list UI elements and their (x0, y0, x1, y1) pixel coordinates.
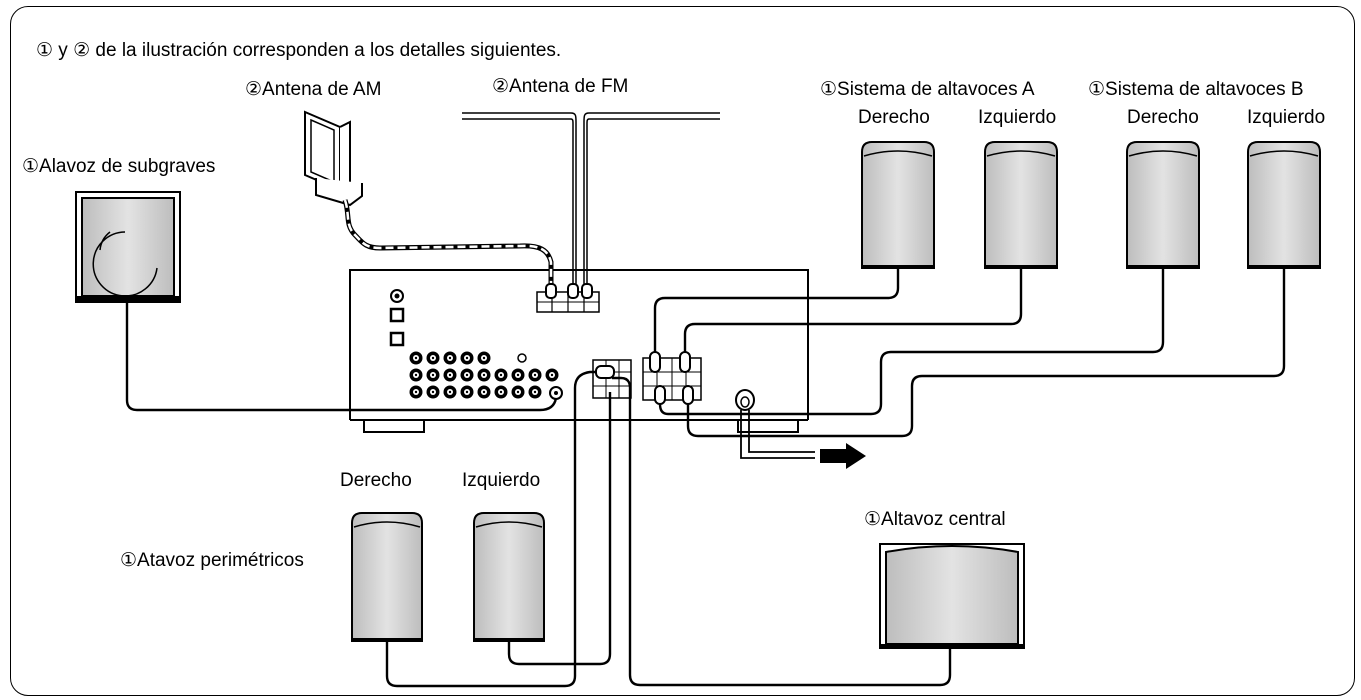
rca-jack (409, 368, 423, 382)
speaker-cables (125, 268, 1286, 688)
am-antenna-label: ②Antena de AM (245, 79, 382, 100)
rca-jack (460, 385, 474, 399)
center-speaker-label: ①Altavoz central (864, 509, 1006, 530)
power-cord (735, 389, 866, 469)
subwoofer-speaker (75, 191, 181, 303)
surround-left-cable (507, 392, 612, 666)
rca-jack (494, 385, 508, 399)
rca-jack (460, 368, 474, 382)
rca-jack-panel (409, 351, 559, 399)
am-loop-antenna (304, 110, 554, 292)
rca-jack (511, 385, 525, 399)
receiver-foot-left (363, 419, 425, 433)
speaker-a-right (861, 141, 935, 269)
rca-jack (409, 385, 423, 399)
rca-jack (426, 368, 440, 382)
rca-jack (528, 385, 542, 399)
rca-jack (477, 351, 491, 365)
speaker-a-left-label: Izquierdo (978, 107, 1057, 128)
rca-jack (443, 368, 457, 382)
front-cable-plugs (545, 283, 694, 405)
rca-jack (545, 368, 559, 382)
rca-jack (511, 368, 525, 382)
speaker-system-b-label: ①Sistema de altavoces B (1088, 79, 1304, 100)
speaker-b-right-label: Derecho (1127, 107, 1199, 128)
surround-speakers-label: ①Atavoz perimétricos (120, 550, 304, 571)
subwoofer-label: ①Alavoz de subgraves (22, 156, 216, 177)
surround-right-cable (385, 370, 600, 688)
center-cable (612, 376, 952, 687)
front-a-right-cable (653, 268, 900, 360)
rca-jack (477, 368, 491, 382)
surround-left-label: Izquierdo (462, 470, 541, 491)
rca-jack (426, 351, 440, 365)
fm-antenna-label: ②Antena de FM (492, 76, 629, 97)
optical-jack-1 (389, 307, 405, 323)
front-a-left-cable (683, 268, 1023, 360)
rca-jack (477, 385, 491, 399)
speaker-b-left-label: Izquierdo (1247, 107, 1326, 128)
center-speaker (879, 543, 1025, 649)
rca-jack (494, 368, 508, 382)
receiver-foot-right (737, 419, 799, 433)
legend-note: ① y ② de la ilustración corresponden a l… (36, 40, 562, 61)
speaker-b-left (1247, 141, 1321, 269)
rca-jack (426, 385, 440, 399)
front-b-right-cable (658, 268, 1165, 416)
speaker-a-left (984, 141, 1058, 269)
optical-jack-2 (389, 331, 405, 347)
speaker-a-right-label: Derecho (858, 107, 930, 128)
ground-terminal (390, 289, 404, 303)
rca-jack (460, 351, 474, 365)
front-b-left-cable (686, 268, 1286, 438)
power-direction-arrow (820, 443, 866, 469)
surround-speaker-right (351, 512, 423, 642)
rca-jack (443, 385, 457, 399)
subwoofer-cable (125, 302, 558, 412)
fm-t-antenna (462, 112, 720, 292)
rca-jack (528, 368, 542, 382)
speaker-system-a-label: ①Sistema de altavoces A (820, 79, 1035, 100)
surround-right-label: Derecho (340, 470, 412, 491)
diagram-frame (10, 6, 1355, 696)
surround-speaker-left (473, 512, 545, 642)
speaker-b-right (1126, 141, 1200, 269)
rca-jack (443, 351, 457, 365)
rca-jack (409, 351, 423, 365)
